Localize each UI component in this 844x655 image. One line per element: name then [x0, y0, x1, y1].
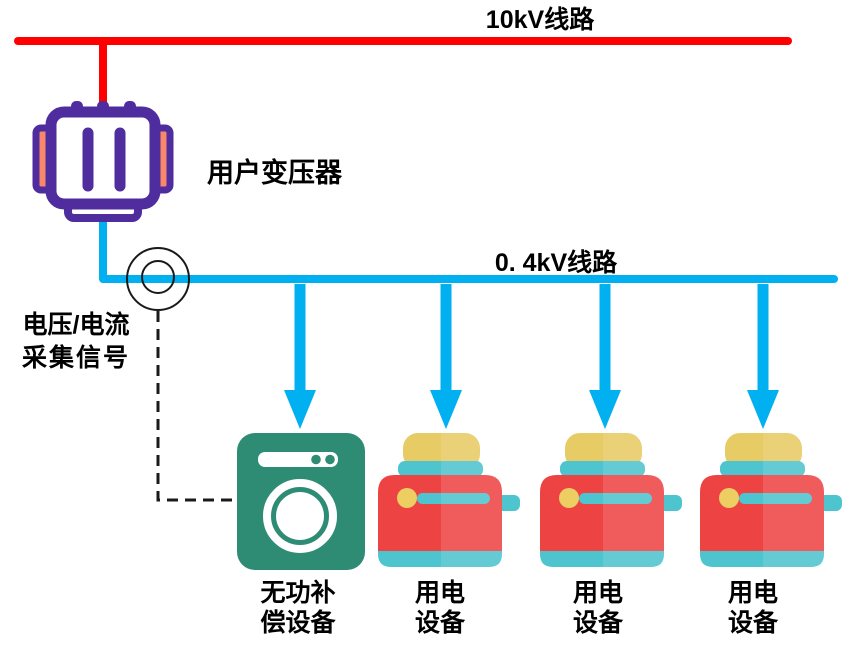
load-3-label: 用电 设备	[727, 579, 779, 637]
toaster-icon	[540, 433, 682, 567]
transformer-body	[45, 106, 161, 210]
load-2-label: 用电 设备	[572, 579, 624, 637]
lv-line-label: 0. 4kV线路	[494, 249, 618, 277]
washer-button	[311, 454, 321, 465]
washer-button	[325, 454, 335, 465]
compensator-label: 无功补 偿设备	[260, 579, 336, 637]
toaster-icon	[378, 433, 520, 567]
sensor-signal-label-line2: 采集信号	[21, 344, 131, 372]
current-sensor-coil-icon	[126, 247, 190, 311]
sensor-signal-label: 电压/电流 采集信号	[22, 309, 130, 375]
washer-door-ring	[263, 479, 337, 553]
down-arrow-icon	[589, 284, 621, 429]
down-arrow-icon	[284, 284, 316, 429]
sensor-signal-label-line1: 电压/电流	[22, 311, 130, 339]
down-arrow-icon	[747, 284, 779, 429]
hv-line-label: 10kV线路	[485, 6, 595, 34]
washing-machine-icon	[237, 433, 365, 570]
toaster-icon	[700, 433, 842, 567]
signal-dashed-line	[156, 311, 235, 502]
load-1-label: 用电 设备	[414, 579, 466, 637]
transformer-label: 用户变压器	[207, 158, 342, 188]
washer-door	[276, 492, 324, 540]
transformer-icon	[32, 101, 174, 222]
lv-line	[99, 210, 838, 283]
down-arrow-icon	[430, 284, 462, 429]
